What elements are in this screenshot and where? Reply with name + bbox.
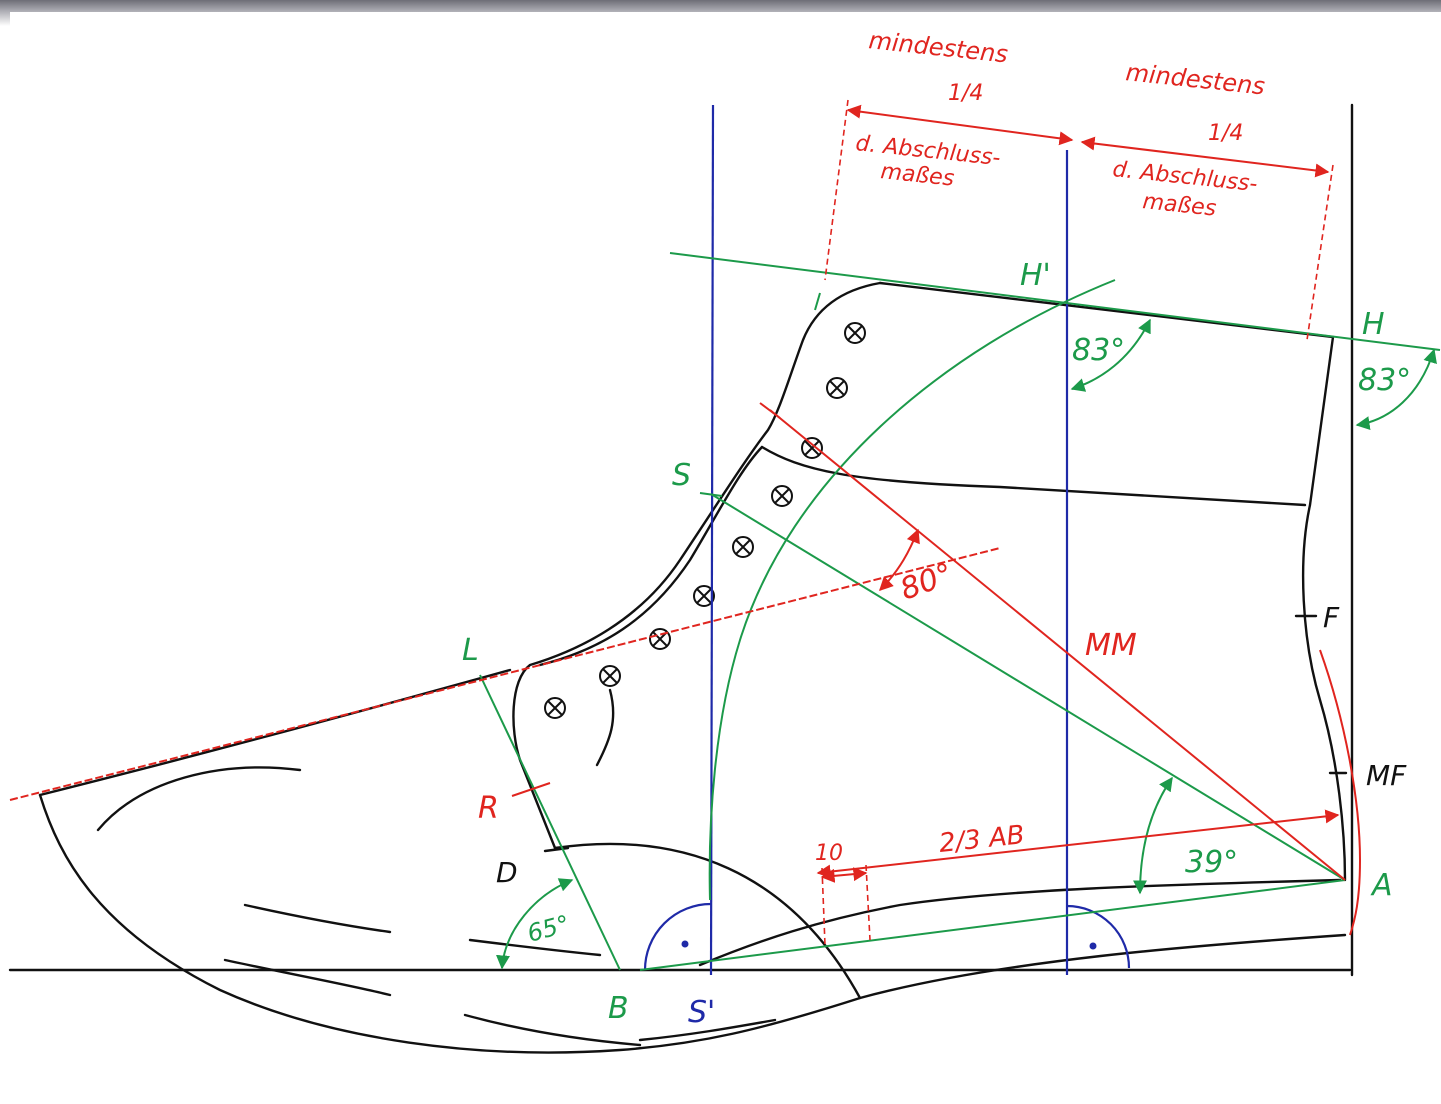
vertical-S-line [709,104,715,976]
label-F: F [1323,601,1340,634]
line-L-B [479,674,621,971]
dimension-two-thirds-AB [816,809,1340,879]
label-H: H [1362,307,1385,342]
right-angle-arc-left [643,902,712,971]
eyelet-icon [801,437,823,459]
R-tick [511,782,551,797]
right-angle-dot [681,940,689,948]
right-angle-arc-right [1066,904,1131,969]
label-mindestens-left: mindestens [867,26,1009,68]
quarter-line [760,445,1307,507]
dimension-quarter-right [1080,136,1330,178]
angle-arc-65 [496,878,574,970]
label-angle-39: 39° [1185,845,1238,880]
red-construction [9,99,1362,946]
line-H-prime-H [669,252,1441,351]
sketch-stroke [638,1018,777,1042]
dim-10-right [865,864,871,941]
sketch-stroke [223,958,392,997]
dim-10-left [821,867,826,946]
label-S-prime: S' [688,995,715,1030]
toe-cap-curve [96,766,302,832]
line-B-A [639,879,1346,971]
eyelet-icon [599,665,621,687]
heel-red-curve [1319,649,1362,936]
line-S-A [710,493,1346,881]
label-abschluss-right-1: d. Abschluss- [1111,157,1258,197]
eyelet-icon [693,585,715,607]
guide-left [824,99,849,281]
red-tick [759,402,781,419]
line-MM [769,409,1346,881]
label-angle-83-b: 83° [1358,363,1411,398]
vamp-front-curve [512,281,882,850]
eyelets [544,322,866,719]
insole-line [698,878,1342,967]
guide-right [1306,164,1334,341]
heel-back-curve [1301,335,1347,882]
green-construction [479,252,1441,971]
label-MF: MF [1366,759,1407,792]
label-two-thirds-AB: 2/3 AB [938,820,1026,859]
shoe-outline [8,103,1354,1054]
eyelet-icon [826,377,848,399]
angle-arc-83b [1355,348,1437,431]
line-toe-to-80 [9,547,1001,801]
tick-mark [814,292,821,311]
S-tick [699,492,723,497]
sketch-stroke [243,903,392,934]
toe-top-line [38,668,512,797]
eyelet-guide [595,688,615,767]
label-quarter-left: 1/4 [948,81,983,106]
label-S: S [672,458,691,493]
label-L: L [462,633,479,668]
dimension-quarter-left [846,104,1074,146]
dimension-10 [820,867,868,883]
heel-seat-curve [553,842,862,1000]
label-mindestens-right: mindestens [1124,58,1266,100]
D-tick [543,846,570,853]
label-A: A [1370,868,1393,903]
facing-line [538,445,764,667]
label-abschluss-right-2: maßes [1141,189,1217,222]
label-angle-83-a: 83° [1072,333,1125,368]
right-angle-dot [1089,942,1097,950]
label-MM: MM [1085,628,1137,663]
angle-arc-83a [1070,318,1151,392]
label-B: B [608,991,629,1026]
label-R: R [478,791,499,826]
label-quarter-right: 1/4 [1208,121,1243,146]
label-D: D [496,856,518,889]
label-angle-80: 80° [896,556,958,607]
blue-construction [643,104,1131,976]
eyelet-icon [732,536,754,558]
eyelet-icon [771,485,793,507]
label-H-prime: H' [1020,258,1051,293]
sole-outline [38,793,1347,1054]
angle-arc-80 [879,528,920,591]
label-dim-10: 10 [815,841,843,866]
label-angle-65: 65° [524,910,572,948]
eyelet-icon [544,697,566,719]
sketch-stroke [463,1013,642,1047]
arc-S-to-Sprime [708,279,1116,901]
drawing-sheet [10,12,1441,1104]
eyelet-icon [844,322,866,344]
